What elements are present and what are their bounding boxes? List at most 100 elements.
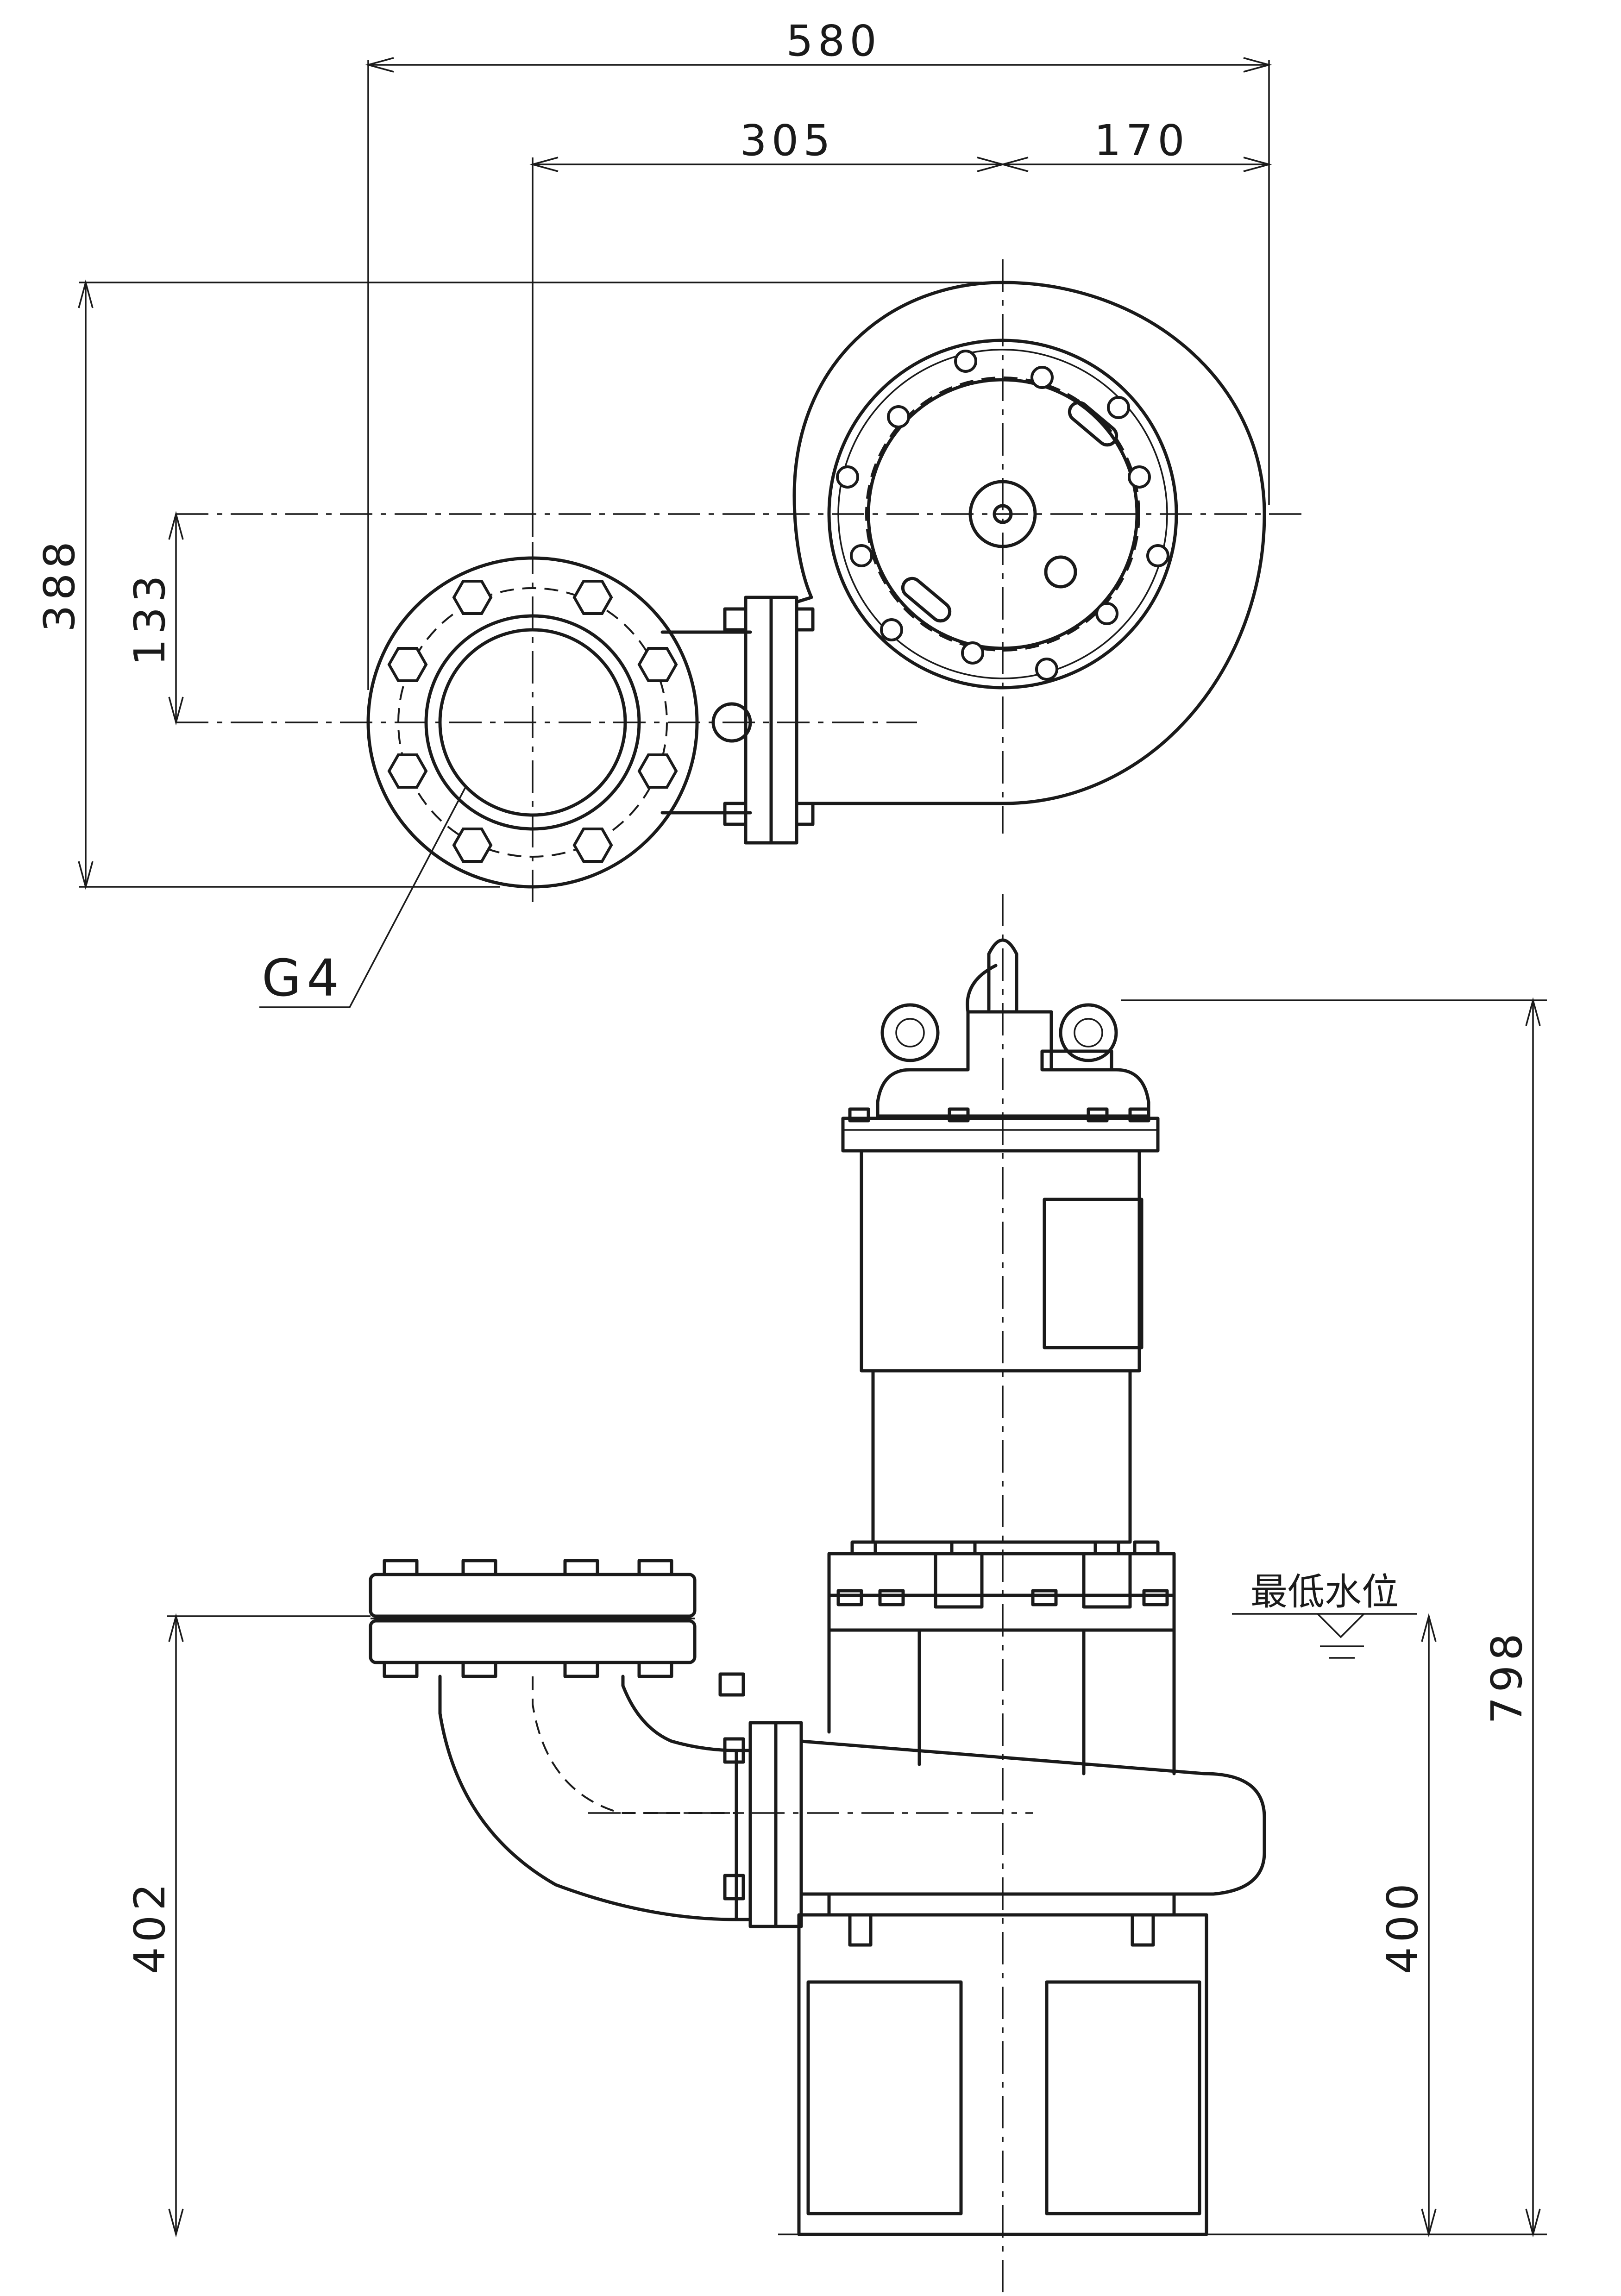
neck: [660, 630, 752, 815]
flange-nut: [461, 1559, 497, 1576]
dim-arrows: [168, 511, 184, 726]
cap-bolt: [848, 1107, 870, 1123]
motor-bolt: [1107, 396, 1130, 419]
dim-305: 305: [740, 116, 835, 165]
motor-bolt: [954, 350, 977, 373]
elbow-boss: [718, 1672, 745, 1697]
elbow-bolt: [723, 1874, 745, 1901]
motor-bolt: [1146, 544, 1169, 567]
terminal-box: [1040, 1049, 1113, 1072]
mid-bolt: [1133, 1540, 1160, 1556]
flange-nut: [461, 1661, 497, 1678]
mid-flange-bottom: [827, 1593, 1176, 1632]
eye-bolt-right-hole: [1074, 1018, 1103, 1048]
hex-nut: [452, 828, 493, 863]
base-bolt: [1131, 1913, 1155, 1947]
plug: [1044, 555, 1077, 589]
dim-arrows: [1525, 997, 1541, 2238]
motor-frame-lower: [871, 1369, 1132, 1544]
flange-nut: [637, 1559, 673, 1576]
mid-flange-lugs: [934, 1552, 1132, 1609]
elevation-view: 最低水位 798 400 402: [125, 894, 1547, 2296]
motor-bolts: [836, 350, 1169, 681]
flange-nut: [563, 1559, 599, 1576]
elbow-outer: [438, 1675, 738, 1921]
lifting-lug: [901, 577, 952, 623]
eye-bolt-right: [1059, 1003, 1118, 1062]
flange-nut: [383, 1661, 419, 1678]
dim-798: 798: [1482, 1629, 1532, 1724]
discharge-flange-upper: [369, 1573, 697, 1618]
flange-nut: [383, 1559, 419, 1576]
cap-flange: [841, 1117, 1160, 1153]
dim-133: 133: [125, 571, 175, 666]
motor-bolt: [887, 405, 910, 428]
flange-size-label: G4: [262, 948, 345, 1008]
mid-bolt: [1142, 1589, 1169, 1606]
eye-bolt-left: [880, 1003, 940, 1062]
pump-body-sides: [827, 1628, 1176, 1775]
eye-bolt-left-hole: [895, 1018, 925, 1048]
elbow-bolt: [723, 1737, 745, 1764]
mid-bolt: [850, 1540, 877, 1556]
water-level-symbol: [1317, 1613, 1365, 1659]
g4-leader: [259, 787, 466, 1008]
motor-bolt: [1128, 465, 1151, 489]
dim-388: 388: [35, 537, 84, 632]
bolt-head: [723, 607, 748, 632]
hex-nut: [637, 647, 678, 682]
lifting-handle: [987, 938, 1018, 1011]
cap-bolt: [1087, 1107, 1109, 1123]
dim-400: 400: [1378, 1879, 1427, 1974]
motor-bolt: [1030, 366, 1054, 389]
motor-bolt: [961, 641, 984, 665]
min-water-level-label: 最低水位: [1250, 1570, 1399, 1613]
volute-elevation: [799, 1739, 1266, 1896]
motor-frame-upper: [860, 1149, 1141, 1373]
hex-nut: [572, 828, 613, 863]
dim-arrows: [78, 279, 94, 890]
cap-bolt: [1128, 1107, 1150, 1123]
dim-arrows: [529, 157, 1272, 172]
bolt-tail: [795, 607, 815, 632]
hex-nut: [452, 580, 493, 615]
mid-bolt: [878, 1589, 905, 1606]
mid-bolt: [1031, 1589, 1058, 1606]
base-bolt: [848, 1913, 873, 1947]
strainer-window-left: [806, 1980, 963, 2215]
elbow-center: [532, 1676, 736, 1814]
volute-casing: [792, 281, 1266, 805]
nameplate: [1043, 1198, 1143, 1349]
hex-nut: [387, 753, 428, 789]
mid-bolt: [836, 1589, 863, 1606]
hex-nut: [572, 580, 613, 615]
mid-bolt: [950, 1540, 977, 1556]
motor-cap: [876, 1010, 1150, 1118]
elbow-inner: [621, 1675, 738, 1752]
pump-body-ribs: [917, 1628, 1086, 1775]
dim-170: 170: [1094, 116, 1189, 165]
flange-nut: [637, 1661, 673, 1678]
discharge-flange-lower: [369, 1619, 697, 1664]
discharge-flange-bolts: [383, 1559, 673, 1678]
motor-bolt: [1035, 658, 1058, 681]
dim-580: 580: [786, 16, 881, 66]
motor-bolt: [880, 618, 903, 641]
bolt-head: [723, 802, 748, 826]
handle-curve: [966, 964, 998, 1014]
motor-bolt: [1095, 602, 1118, 625]
dim-arrows: [168, 1613, 184, 2238]
bolt-circle: [865, 376, 1140, 652]
base-plate: [827, 1892, 1176, 1917]
hex-nut: [387, 647, 428, 682]
dim-402: 402: [125, 1879, 175, 1974]
strainer-window-right: [1045, 1980, 1201, 2215]
dim-arrows: [365, 57, 1272, 73]
lifting-lug: [1068, 401, 1118, 447]
motor-bolt: [850, 544, 873, 567]
hex-nut: [637, 753, 678, 789]
bolt-tail: [795, 802, 815, 826]
plan-view: 580 305 170 388 133 G4: [35, 16, 1306, 1008]
mid-bolt: [1093, 1540, 1120, 1556]
